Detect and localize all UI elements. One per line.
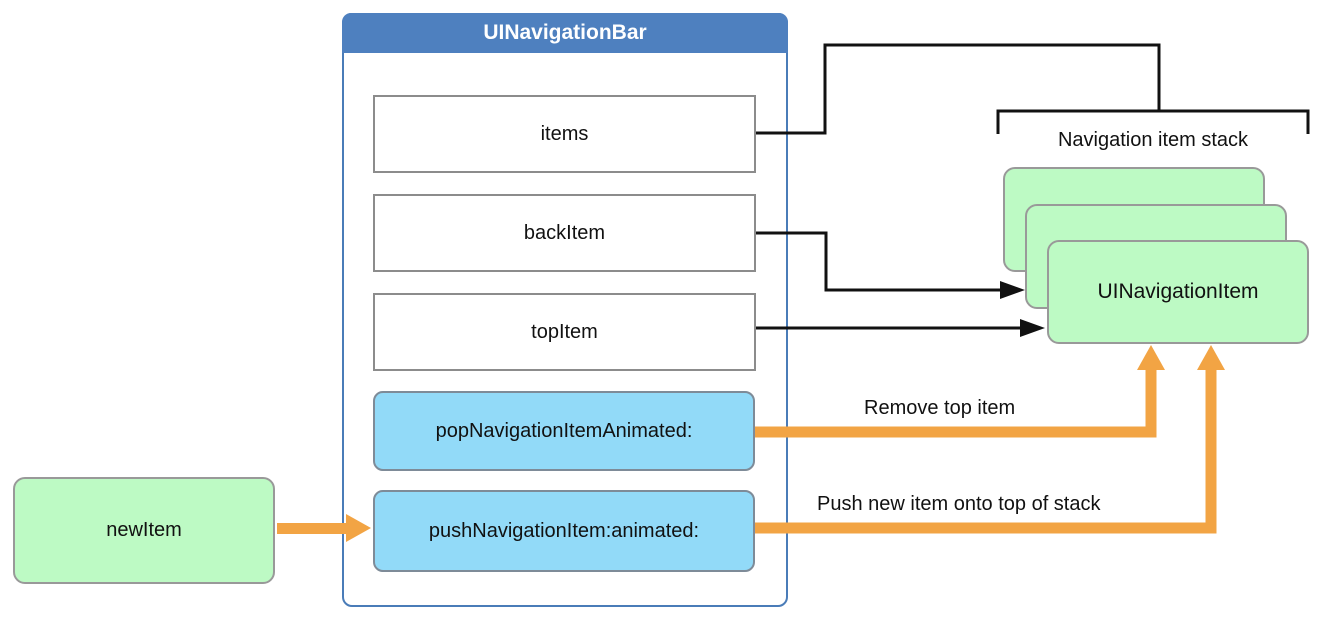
- push-arrow-label: Push new item onto top of stack: [817, 493, 1101, 515]
- remove-arrowhead: [1137, 345, 1165, 370]
- uinavigationbar-header: UINavigationBar: [342, 13, 788, 53]
- property-box-topitem: topItem: [373, 293, 756, 371]
- topitem-arrowhead: [1020, 319, 1045, 337]
- newitem-label: newItem: [106, 519, 182, 541]
- push-arrowhead: [1197, 345, 1225, 370]
- newitem-box: newItem: [13, 477, 275, 584]
- method-box-push: pushNavigationItem:animated:: [373, 490, 755, 572]
- property-label-items: items: [540, 122, 589, 145]
- items-connector-line: [756, 43, 1161, 135]
- method-box-pop: popNavigationItemAnimated:: [373, 391, 755, 471]
- remove-arrow-label: Remove top item: [864, 397, 1016, 419]
- backitem-connector-line: [756, 231, 1002, 292]
- stack-caption: Navigation item stack: [1057, 129, 1249, 151]
- property-box-backitem: backItem: [373, 194, 756, 272]
- backitem-arrowhead: [1000, 281, 1025, 299]
- newitem-arrow-shaft: [277, 523, 349, 534]
- property-label-backitem: backItem: [523, 221, 606, 244]
- property-label-topitem: topItem: [531, 320, 598, 343]
- stack-box-front: UINavigationItem: [1047, 240, 1309, 344]
- property-box-items: items: [373, 95, 756, 173]
- method-label-push: pushNavigationItem:animated:: [428, 519, 700, 542]
- uinavigationbar-title: UINavigationBar: [483, 21, 647, 44]
- method-label-pop: popNavigationItemAnimated:: [435, 419, 693, 442]
- stack-front-label: UINavigationItem: [1097, 280, 1259, 303]
